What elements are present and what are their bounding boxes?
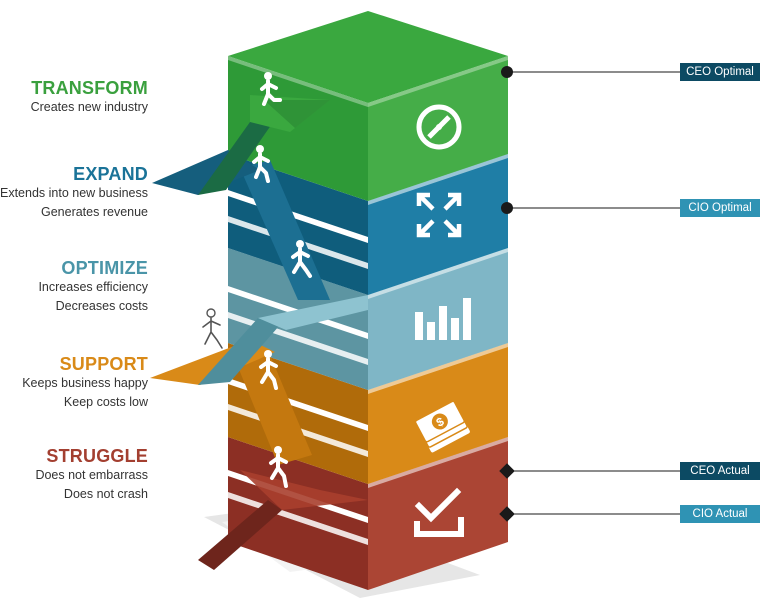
marker-connectors [499,66,680,522]
ramps [150,95,368,570]
level-title: TRANSFORM [31,78,148,98]
tag-cio-actual: CIO Actual [680,505,760,523]
person-icon [291,240,312,278]
level-title: STRUGGLE [46,446,148,466]
level-transform: TRANSFORM Creates new industry [31,78,148,117]
level-optimize: OPTIMIZE Increases efficiency Decreases … [38,258,148,316]
person-icon [202,308,223,349]
bar-chart-icon [415,298,471,340]
tag-cio-optimal: CIO Optimal [680,199,760,217]
level-support: SUPPORT Keeps business happy Keep costs … [22,354,148,412]
level-description: Keeps business happy [22,376,148,390]
level-description: Increases efficiency [38,280,148,294]
compass-icon [416,104,462,150]
person-icon [260,72,282,106]
level-expand: EXPAND Extends into new business Generat… [0,164,148,222]
person-icon [252,145,270,183]
level-description: Does not embarrass [35,468,148,482]
person-icon [259,350,278,390]
level-description: Creates new industry [30,100,148,114]
tag-ceo-optimal: CEO Optimal [680,63,760,81]
level-title: SUPPORT [59,354,148,374]
level-description: Does not crash [63,487,148,501]
expand-arrows-icon [416,192,462,238]
level-description: Generates revenue [40,205,148,219]
checkmark-icon [414,487,464,537]
level-title: OPTIMIZE [61,258,148,278]
level-description: Decreases costs [55,299,148,313]
level-description: Keep costs low [63,395,148,409]
level-struggle: STRUGGLE Does not embarrass Does not cra… [35,446,148,504]
level-description: Extends into new business [0,186,149,200]
tag-ceo-actual: CEO Actual [680,462,760,480]
money-icon: $ [414,400,470,453]
person-icon [269,446,288,488]
level-title: EXPAND [73,164,148,184]
climber-figures [202,72,312,488]
